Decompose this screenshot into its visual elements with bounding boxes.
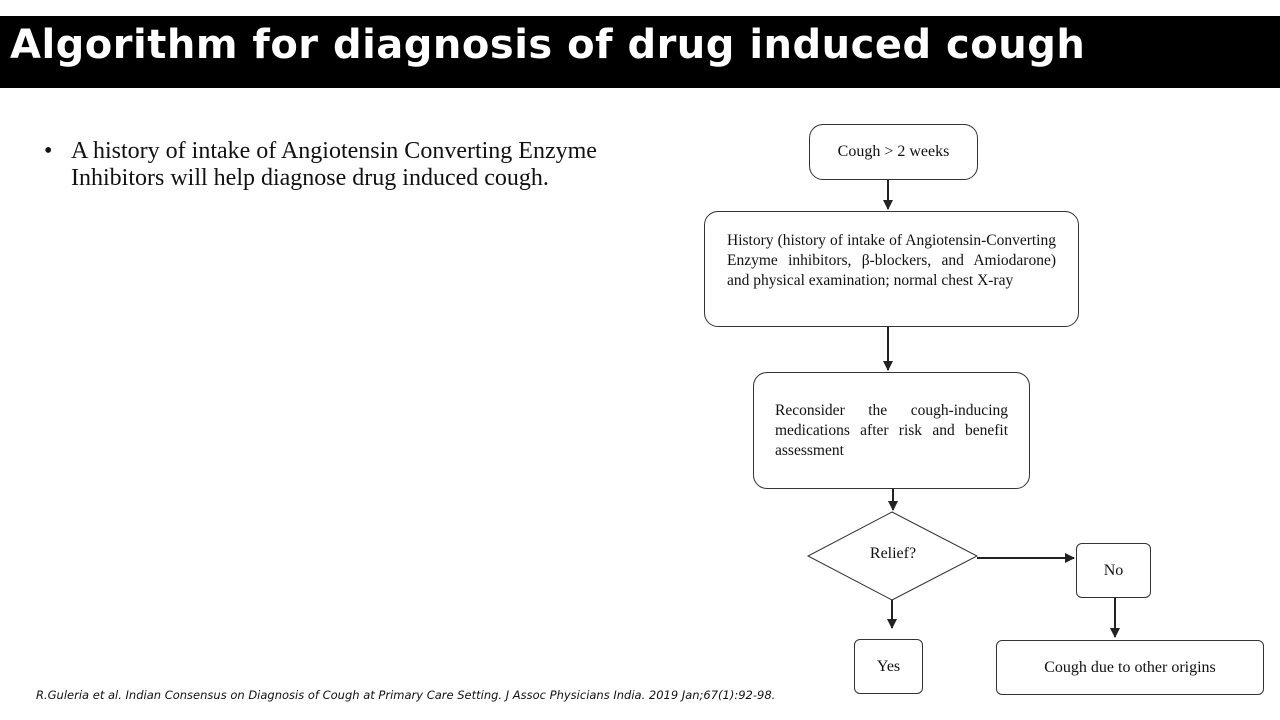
- bullet-text: A history of intake of Angiotensin Conve…: [71, 138, 597, 191]
- bullet-dot-icon: •: [44, 138, 53, 164]
- reconsider-text: Reconsider the cough-inducing medication…: [775, 402, 1008, 459]
- history-node: History (history of intake of Angiotensi…: [704, 211, 1079, 327]
- decision-label: Relief?: [869, 545, 917, 562]
- title-bar: Algorithm for diagnosis of drug induced …: [0, 16, 1280, 88]
- history-text: History (history of intake of Angiotensi…: [727, 232, 1056, 289]
- start-label: Cough > 2 weeks: [837, 143, 950, 160]
- yes-node: Yes: [854, 639, 923, 694]
- yes-label: Yes: [876, 657, 901, 675]
- other-origins-node: Cough due to other origins: [996, 640, 1264, 695]
- reconsider-node: Reconsider the cough-inducing medication…: [753, 372, 1030, 489]
- start-node: Cough > 2 weeks: [809, 124, 978, 180]
- slide-title: Algorithm for diagnosis of drug induced …: [10, 22, 1086, 68]
- no-label: No: [1103, 561, 1124, 579]
- no-node: No: [1076, 543, 1151, 598]
- citation: R.Guleria et al. Indian Consensus on Dia…: [36, 688, 776, 702]
- other-origins-label: Cough due to other origins: [1044, 658, 1216, 676]
